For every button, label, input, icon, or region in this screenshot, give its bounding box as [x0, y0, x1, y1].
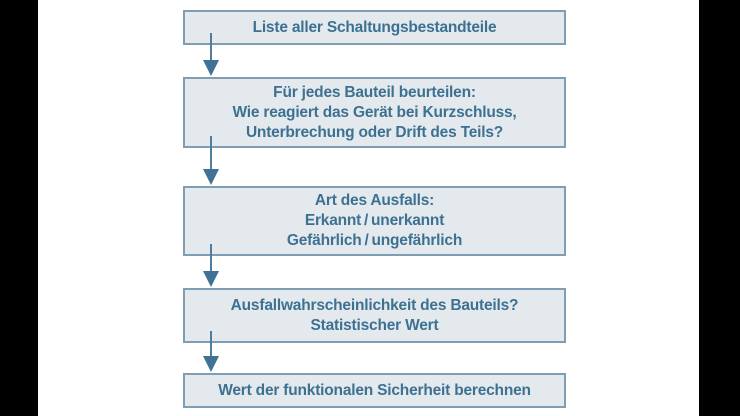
arrow-head	[203, 169, 219, 185]
flow-step-text: Erkannt / unerkannt	[304, 212, 445, 229]
flow-step-component-list: Liste aller Schaltungsbestandteile	[183, 10, 566, 45]
flow-step-text: Liste aller Schaltungsbestandteile	[252, 18, 497, 36]
arrow-head	[203, 271, 219, 287]
arrow-shaft	[210, 331, 212, 356]
flow-step-text: Gefährlich / ungefährlich	[286, 232, 463, 249]
flow-step-text: Unterbrechung oder Drift des Teils?	[245, 123, 504, 141]
arrow-down-icon	[203, 331, 219, 372]
arrow-shaft	[210, 244, 212, 271]
arrow-shaft	[210, 33, 212, 60]
flow-step-text: Wert der funktionalen Sicherheit berechn…	[218, 381, 531, 399]
arrow-down-icon	[203, 33, 219, 76]
flow-step-text: Wie reagiert das Gerät bei Kurzschluss,	[232, 103, 517, 121]
letterbox-left	[0, 0, 38, 416]
arrow-down-icon	[203, 136, 219, 185]
flow-step-calculate-safety-value: Wert der funktionalen Sicherheit berechn…	[183, 373, 566, 408]
arrow-head	[203, 60, 219, 76]
flow-step-text: Statistischer Wert	[310, 316, 439, 334]
arrow-down-icon	[203, 244, 219, 287]
flow-step-failure-probability: Ausfallwahrscheinlichkeit des Bauteils? …	[183, 288, 566, 343]
flow-step-failure-type: Art des Ausfalls: Erkannt / unerkannt Ge…	[183, 186, 566, 256]
flow-step-text: Ausfallwahrscheinlichkeit des Bauteils?	[230, 296, 519, 314]
flow-step-text: Art des Ausfalls:	[314, 192, 435, 209]
flow-step-assess-component: Für jedes Bauteil beurteilen: Wie reagie…	[183, 77, 566, 148]
arrow-shaft	[210, 136, 212, 169]
letterbox-right	[699, 0, 740, 416]
arrow-head	[203, 356, 219, 372]
flow-step-text: Für jedes Bauteil beurteilen:	[273, 83, 476, 101]
